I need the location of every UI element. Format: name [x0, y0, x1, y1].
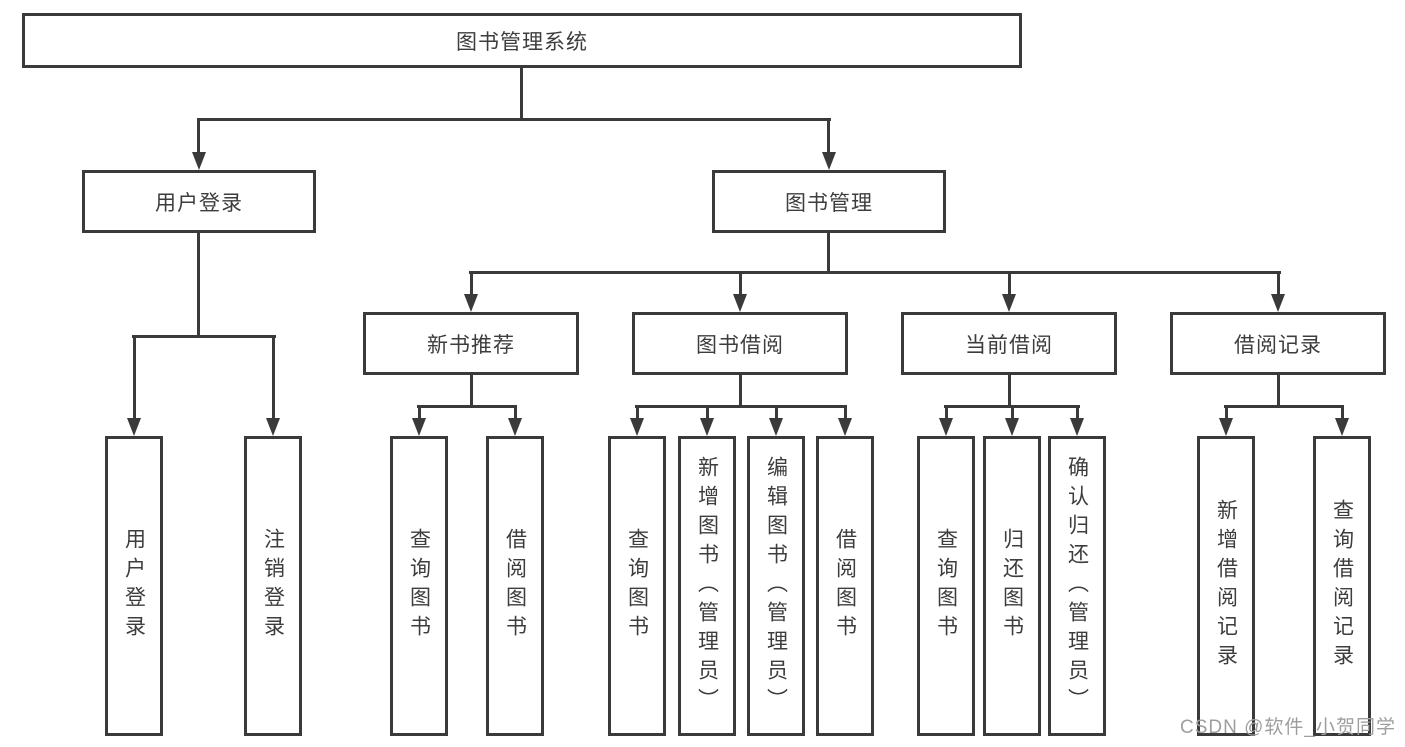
leaf-label: 借阅图书	[503, 528, 527, 644]
leaf-return-books: 归还图书	[983, 436, 1041, 736]
leaf-query-books: 查询图书	[390, 436, 448, 736]
connector-line	[133, 335, 136, 420]
node-user-login: 用户登录	[82, 170, 316, 233]
leaf-query-books: 查询图书	[917, 436, 975, 736]
connector-line	[1277, 373, 1280, 408]
arrow-down-icon	[769, 418, 783, 436]
leaf-label: 查询图书	[625, 528, 649, 644]
connector-line	[706, 405, 709, 420]
connector-line	[470, 373, 473, 408]
connector-line	[470, 271, 473, 297]
connector-line	[945, 405, 948, 420]
leaf-add-borrow-record: 新增借阅记录	[1197, 436, 1255, 736]
connector-line	[418, 405, 421, 420]
arrow-down-icon	[1271, 294, 1285, 312]
connector-line	[636, 405, 639, 420]
connector-line	[1008, 373, 1011, 408]
connector-line	[197, 118, 831, 121]
leaf-label: 用户登录	[122, 528, 146, 644]
leaf-query-books: 查询图书	[608, 436, 666, 736]
leaf-label: 归还图书	[1000, 528, 1024, 644]
arrow-down-icon	[508, 418, 522, 436]
connector-line	[739, 271, 742, 297]
leaf-label: 查询借阅记录	[1330, 499, 1354, 673]
connector-line	[469, 271, 1281, 274]
node-label: 借阅记录	[1234, 333, 1322, 357]
connector-line	[1277, 271, 1280, 297]
connector-line	[514, 405, 517, 420]
connector-line	[844, 405, 847, 420]
connector-line	[827, 118, 830, 154]
leaf-label: 注销登录	[261, 528, 285, 644]
node-book-borrow: 图书借阅	[632, 312, 848, 375]
connector-line	[197, 118, 200, 154]
leaf-confirm-return-admin: 确认归还（管理员）	[1048, 436, 1106, 736]
connector-line	[739, 373, 742, 408]
node-label: 当前借阅	[965, 333, 1053, 357]
leaf-add-books-admin: 新增图书（管理员）	[678, 436, 736, 736]
arrow-down-icon	[838, 418, 852, 436]
node-label: 用户登录	[155, 191, 243, 215]
leaf-label: 确认归还（管理员）	[1065, 455, 1089, 717]
connector-line	[1011, 405, 1014, 420]
arrow-down-icon	[1002, 294, 1016, 312]
connector-line	[197, 233, 200, 337]
connector-line	[1341, 405, 1344, 420]
node-current-borrow: 当前借阅	[901, 312, 1117, 375]
connector-line	[1224, 405, 1344, 408]
connector-line	[775, 405, 778, 420]
arrow-down-icon	[1005, 418, 1019, 436]
csdn-watermark: CSDN @软件_小贺同学	[1180, 717, 1396, 738]
node-borrow-records: 借阅记录	[1170, 312, 1386, 375]
leaf-label: 查询图书	[934, 528, 958, 644]
node-label: 新书推荐	[427, 333, 515, 357]
leaf-label: 查询图书	[407, 528, 431, 644]
arrow-down-icon	[1219, 418, 1233, 436]
arrow-down-icon	[412, 418, 426, 436]
arrow-down-icon	[630, 418, 644, 436]
leaf-query-borrow-record: 查询借阅记录	[1313, 436, 1371, 736]
leaf-user-login: 用户登录	[105, 436, 163, 736]
arrow-down-icon	[192, 152, 206, 170]
node-label: 图书管理系统	[456, 30, 588, 54]
leaf-edit-books-admin: 编辑图书（管理员）	[747, 436, 805, 736]
arrow-down-icon	[1070, 418, 1084, 436]
node-new-book-recommend: 新书推荐	[363, 312, 579, 375]
connector-line	[132, 335, 276, 338]
connector-line	[272, 335, 275, 420]
arrow-down-icon	[822, 152, 836, 170]
leaf-label: 新增借阅记录	[1214, 499, 1238, 673]
node-book-management: 图书管理	[712, 170, 946, 233]
arrow-down-icon	[733, 294, 747, 312]
node-label: 图书借阅	[696, 333, 784, 357]
leaf-label: 编辑图书（管理员）	[764, 455, 788, 717]
arrow-down-icon	[266, 418, 280, 436]
leaf-label: 借阅图书	[833, 528, 857, 644]
connector-line	[417, 405, 517, 408]
node-library-system: 图书管理系统	[22, 13, 1022, 68]
node-label: 图书管理	[785, 191, 873, 215]
arrow-down-icon	[939, 418, 953, 436]
connector-line	[1008, 271, 1011, 297]
arrow-down-icon	[464, 294, 478, 312]
leaf-borrow-books: 借阅图书	[486, 436, 544, 736]
arrow-down-icon	[1335, 418, 1349, 436]
leaf-borrow-books: 借阅图书	[816, 436, 874, 736]
arrow-down-icon	[127, 418, 141, 436]
leaf-label: 新增图书（管理员）	[695, 455, 719, 717]
connector-line	[520, 68, 523, 119]
connector-line	[635, 405, 847, 408]
leaf-logout: 注销登录	[244, 436, 302, 736]
connector-line	[1225, 405, 1228, 420]
connector-line	[827, 233, 830, 273]
connector-line	[1076, 405, 1079, 420]
arrow-down-icon	[700, 418, 714, 436]
